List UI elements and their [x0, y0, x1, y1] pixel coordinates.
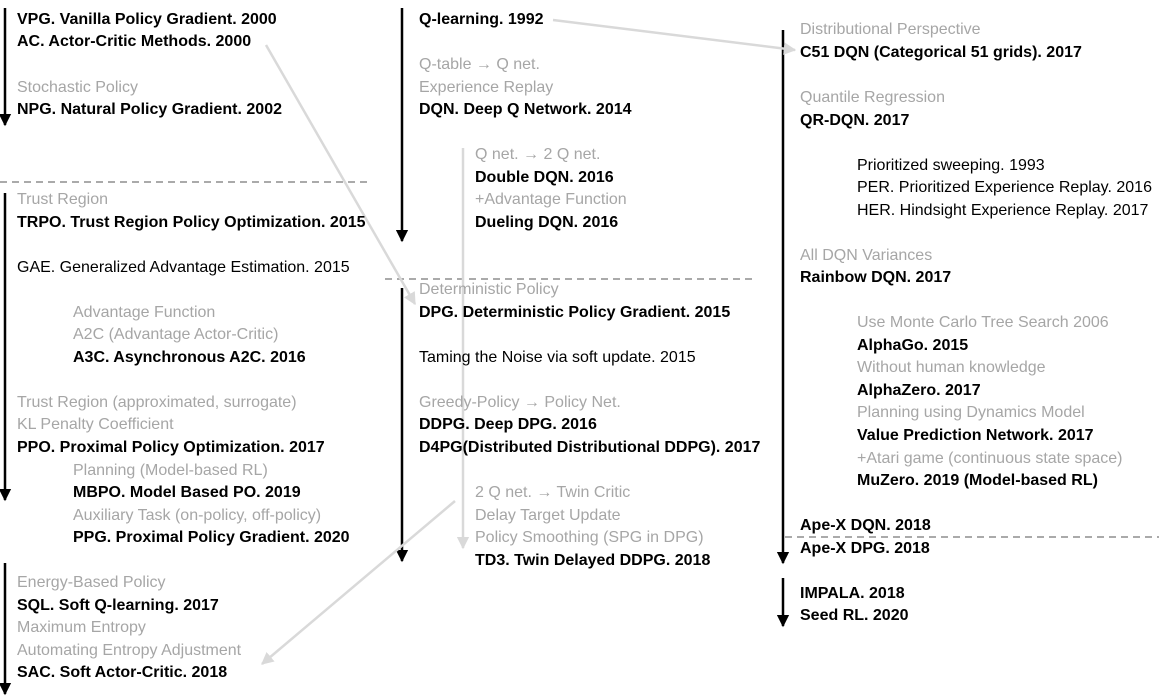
connector-ac-to-dpg — [264, 44, 417, 306]
node-ddpg: DDPG. Deep DPG. 2016 — [419, 416, 597, 433]
node-gae: GAE. Generalized Advantage Estimation. 2… — [17, 259, 350, 276]
connector-td3-to-sac — [261, 500, 456, 665]
label-deterministic-policy: Deterministic Policy — [419, 281, 559, 298]
node-ac: AC. Actor-Critic Methods. 2000 — [17, 33, 252, 50]
label-qtable-to-qnet: Q-table → Q net. — [419, 56, 540, 73]
label-kl-penalty: KL Penalty Coefficient — [17, 416, 174, 433]
label-twin-critic: 2 Q net. → Twin Critic — [475, 484, 631, 501]
node-sql: SQL. Soft Q-learning. 2017 — [17, 597, 219, 614]
node-vpg: VPG. Vanilla Policy Gradient. 2000 — [17, 11, 277, 28]
label-planning: Planning (Model-based RL) — [73, 462, 268, 479]
node-per: PER. Prioritized Experience Replay. 2016 — [857, 179, 1152, 196]
node-her: HER. Hindsight Experience Replay. 2017 — [857, 202, 1149, 219]
node-prioritized-sweeping: Prioritized sweeping. 1993 — [857, 157, 1045, 174]
node-double-dqn: Double DQN. 2016 — [475, 169, 614, 186]
node-ppo: PPO. Proximal Policy Optimization. 2017 — [17, 439, 325, 456]
label-greedy-policy: Greedy-Policy → Policy Net. — [419, 394, 621, 411]
label-without-human: Without human knowledge — [857, 359, 1046, 376]
node-alphazero: AlphaZero. 2017 — [857, 382, 981, 399]
node-rainbow: Rainbow DQN. 2017 — [800, 269, 952, 286]
node-d4pg: D4PG(Distributed Distributional DDPG). 2… — [419, 439, 761, 456]
label-quantile-regression: Quantile Regression — [800, 89, 945, 106]
node-sac: SAC. Soft Actor-Critic. 2018 — [17, 664, 228, 681]
label-stochastic-policy: Stochastic Policy — [17, 79, 138, 96]
label-policy-smoothing: Policy Smoothing (SPG in DPG) — [475, 529, 704, 546]
connector-qlearning-to-c51 — [552, 18, 797, 55]
label-distributional: Distributional Perspective — [800, 21, 981, 38]
node-mbpo: MBPO. Model Based PO. 2019 — [73, 484, 301, 501]
label-delay-target: Delay Target Update — [475, 507, 621, 524]
node-seed-rl: Seed RL. 2020 — [800, 607, 909, 624]
node-vpn: Value Prediction Network. 2017 — [857, 427, 1094, 444]
node-dqn: DQN. Deep Q Network. 2014 — [419, 101, 632, 118]
node-a3c: A3C. Asynchronous A2C. 2016 — [73, 349, 306, 366]
label-atari: +Atari game (continuous state space) — [857, 450, 1123, 467]
node-taming-noise: Taming the Noise via soft update. 2015 — [419, 349, 696, 366]
node-impala: IMPALA. 2018 — [800, 585, 905, 602]
label-energy-based: Energy-Based Policy — [17, 574, 166, 591]
label-a2c: A2C (Advantage Actor-Critic) — [73, 326, 279, 343]
label-trust-region-approx: Trust Region (approximated, surrogate) — [17, 394, 297, 411]
node-qlearning: Q-learning. 1992 — [419, 11, 544, 28]
node-ppg: PPG. Proximal Policy Gradient. 2020 — [73, 529, 350, 546]
node-alphago: AlphaGo. 2015 — [857, 337, 969, 354]
node-apex-dqn: Ape-X DQN. 2018 — [800, 517, 931, 534]
node-c51: C51 DQN (Categorical 51 grids). 2017 — [800, 44, 1082, 61]
label-advantage-function: Advantage Function — [73, 304, 216, 321]
label-dynamics-model: Planning using Dynamics Model — [857, 404, 1085, 421]
node-td3: TD3. Twin Delayed DDPG. 2018 — [475, 552, 711, 569]
label-advantage-function-2: +Advantage Function — [475, 191, 627, 208]
label-experience-replay: Experience Replay — [419, 79, 554, 96]
label-auxiliary-task: Auxiliary Task (on-policy, off-policy) — [73, 507, 322, 524]
node-qrdqn: QR-DQN. 2017 — [800, 112, 910, 129]
node-dpg: DPG. Deterministic Policy Gradient. 2015 — [419, 304, 731, 321]
label-mcts: Use Monte Carlo Tree Search 2006 — [857, 314, 1109, 331]
node-muzero: MuZero. 2019 (Model-based RL) — [857, 472, 1098, 489]
node-apex-dpg: Ape-X DPG. 2018 — [800, 540, 930, 557]
label-max-entropy: Maximum Entropy — [17, 619, 146, 636]
label-auto-entropy: Automating Entropy Adjustment — [17, 642, 242, 659]
node-dueling-dqn: Dueling DQN. 2016 — [475, 214, 619, 231]
node-trpo: TRPO. Trust Region Policy Optimization. … — [17, 214, 366, 231]
label-all-dqn-variances: All DQN Variances — [800, 247, 933, 264]
node-npg: NPG. Natural Policy Gradient. 2002 — [17, 101, 282, 118]
label-trust-region: Trust Region — [17, 191, 108, 208]
label-qnet-to-2qnet: Q net. → 2 Q net. — [475, 146, 601, 163]
